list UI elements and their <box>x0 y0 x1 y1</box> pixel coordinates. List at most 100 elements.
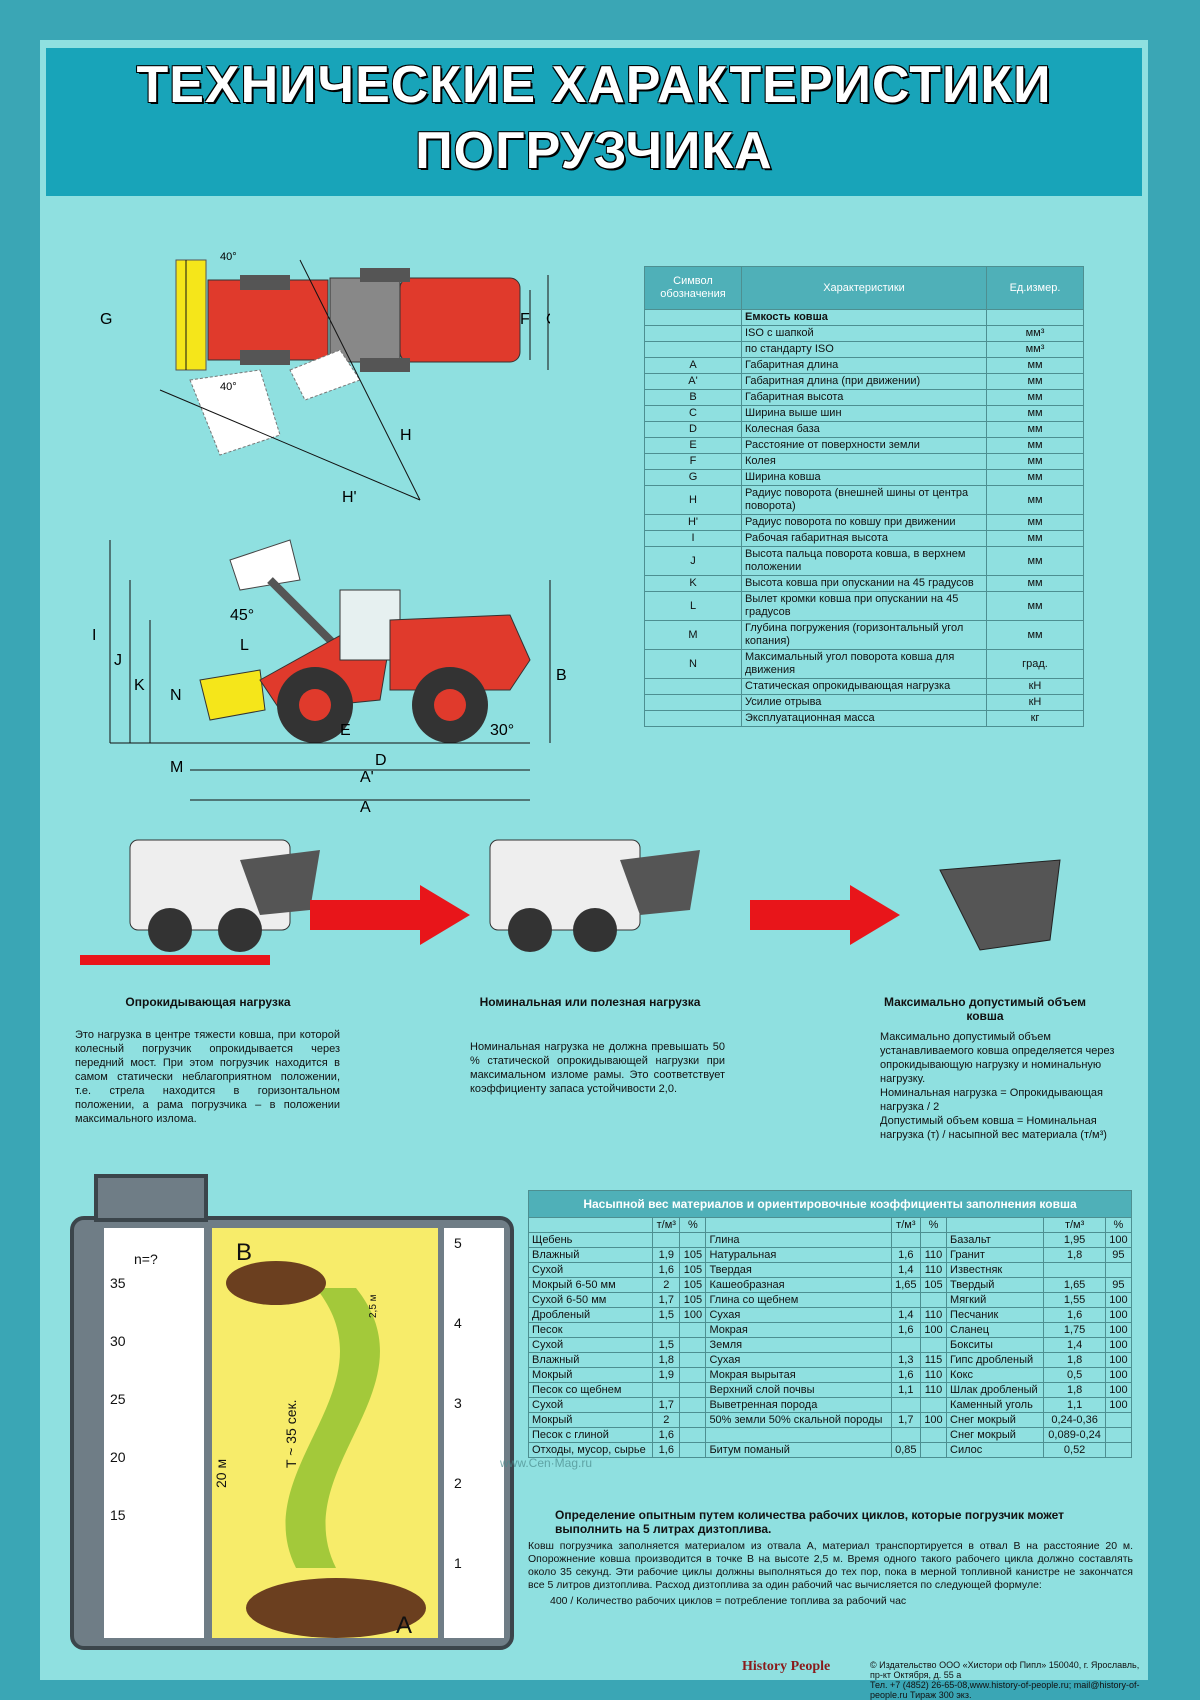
gauge-number: 1 <box>454 1555 462 1571</box>
dimension-label: G <box>100 311 112 328</box>
spec-cell-unit: мм <box>986 575 1084 592</box>
material-name-cell: Выветренная порода <box>705 1397 892 1413</box>
dimension-label: J <box>114 652 122 669</box>
material-value-cell <box>1104 1442 1133 1458</box>
material-name-cell: Сухой <box>527 1337 654 1353</box>
material-value-cell: 1,75 <box>1043 1322 1106 1338</box>
rear-hub <box>434 689 466 721</box>
material-value-cell: 110 <box>919 1382 948 1398</box>
scale-number: 25 <box>110 1391 126 1407</box>
loader-2 <box>489 839 641 931</box>
bucket-1 <box>240 850 320 915</box>
spec-cell-unit: мм <box>986 357 1084 374</box>
tipping-load-text: Это нагрузка в центре тяжести ковша, при… <box>75 1029 340 1125</box>
spec-cell-symbol <box>644 325 742 342</box>
spec-header-characteristics: Характеристики <box>741 266 987 310</box>
spec-cell-characteristic: по стандарту ISO <box>741 341 987 358</box>
material-value-cell <box>1104 1412 1133 1428</box>
material-value-cell: 100 <box>919 1412 948 1428</box>
loader-1-wheel <box>218 908 262 952</box>
dimension-label: D <box>375 752 387 769</box>
material-value-cell <box>890 1397 921 1413</box>
material-value-cell: 100 <box>679 1307 707 1323</box>
front-frame <box>207 279 329 361</box>
material-value-cell: 1,6 <box>890 1322 921 1338</box>
material-name-cell: Глина со щебнем <box>705 1292 892 1308</box>
material-value-cell <box>919 1232 948 1248</box>
material-value-cell: 115 <box>919 1352 948 1368</box>
angle-label: 30° <box>490 722 514 739</box>
material-value-cell: 1,8 <box>1043 1382 1106 1398</box>
material-name-cell: Известняк <box>946 1262 1045 1278</box>
spec-header-unit: Ед.измер. <box>986 266 1084 310</box>
materials-table-title: Насыпной вес материалов и ориентировочны… <box>528 1190 1132 1218</box>
haul-path <box>285 1288 380 1568</box>
spec-cell-characteristic: Вылет кромки ковша при опускании на 45 г… <box>741 591 987 621</box>
unit-cell: % <box>919 1217 948 1233</box>
bucket-top <box>175 259 207 371</box>
material-name-cell: Битум поманый <box>705 1442 892 1458</box>
material-value-cell: 95 <box>1104 1277 1133 1293</box>
material-value-cell <box>679 1412 707 1428</box>
material-value-cell: 110 <box>919 1247 948 1263</box>
point-a-label: A <box>396 1612 412 1639</box>
spec-cell-symbol: H <box>644 485 742 515</box>
fuel-gauge-panel <box>444 1228 504 1638</box>
material-value-cell: 1,7 <box>652 1292 681 1308</box>
spec-cell-characteristic: Габаритная длина <box>741 357 987 374</box>
material-name-cell: Дробленый <box>527 1307 654 1323</box>
material-name-cell: Мягкий <box>946 1292 1045 1308</box>
spec-cell-unit <box>986 309 1084 326</box>
material-name-cell: Сухой <box>527 1262 654 1278</box>
material-value-cell: 2 <box>652 1277 681 1293</box>
spec-cell-unit: мм <box>986 373 1084 390</box>
material-value-cell <box>890 1292 921 1308</box>
materials-table: Насыпной вес материалов и ориентировочны… <box>527 1190 1133 1458</box>
material-value-cell <box>679 1232 707 1248</box>
material-value-cell: 2 <box>652 1412 681 1428</box>
spec-cell-symbol: A <box>644 357 742 374</box>
material-value-cell: 100 <box>1104 1352 1133 1368</box>
frame-turn-outline <box>289 349 361 401</box>
spec-cell-characteristic: Высота пальца поворота ковша, в верхнем … <box>741 546 987 576</box>
unit-cell: т/м³ <box>652 1217 681 1233</box>
dimension-label: N <box>170 687 182 704</box>
spec-cell-symbol: E <box>644 437 742 454</box>
material-name-cell: Сухая <box>705 1307 892 1323</box>
material-value-cell: 1,5 <box>652 1307 681 1323</box>
material-value-cell <box>679 1367 707 1383</box>
spec-cell-symbol: D <box>644 421 742 438</box>
max-bucket-volume-title: Максимально допустимый объем ковша <box>883 995 1087 1023</box>
spec-cell-symbol: I <box>644 530 742 547</box>
material-name-cell: Влажный <box>527 1247 654 1263</box>
unit-cell <box>946 1217 1045 1233</box>
material-name-cell: Базальт <box>946 1232 1045 1248</box>
text-line: Максимально допустимый объем устанавлива… <box>880 1031 1115 1085</box>
loader-top-view-diagram: 40° 40° G F C H H' <box>100 251 550 506</box>
material-value-cell <box>1104 1427 1133 1443</box>
material-value-cell <box>919 1442 948 1458</box>
material-value-cell: 1,4 <box>1043 1337 1106 1353</box>
spec-cell-unit: мм³ <box>986 325 1084 342</box>
spec-cell-unit: мм <box>986 530 1084 547</box>
spec-cell-characteristic: Высота ковша при опускании на 45 градусо… <box>741 575 987 592</box>
material-value-cell: 100 <box>1104 1367 1133 1383</box>
material-value-cell <box>919 1427 948 1443</box>
material-name-cell: Натуральная <box>705 1247 892 1263</box>
spec-cell-symbol: G <box>644 469 742 486</box>
cycle-time-label: T ~ 35 сек. <box>283 1399 299 1468</box>
spec-cell-symbol: K <box>644 575 742 592</box>
material-value-cell: 105 <box>679 1277 707 1293</box>
spec-cell-unit: мм <box>986 485 1084 515</box>
